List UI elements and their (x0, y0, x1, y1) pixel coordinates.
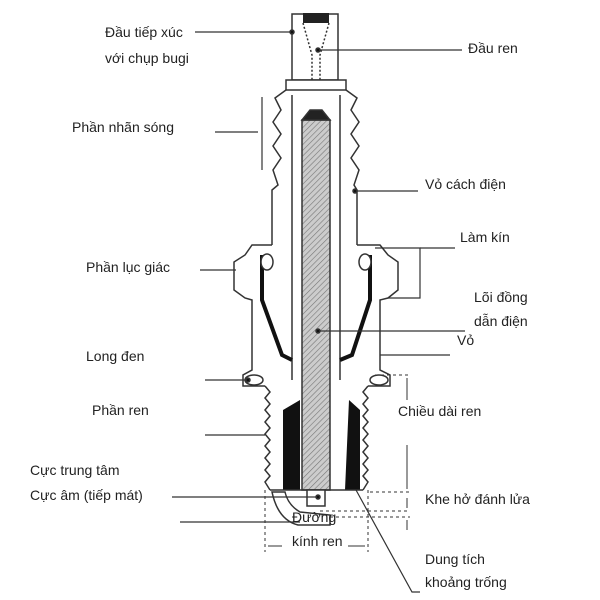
label-terminal-thread: Đầu ren (468, 40, 518, 56)
label-center-electrode: Cực trung tâm (30, 462, 120, 478)
label-ribs: Phần nhãn sóng (72, 119, 174, 135)
label-copper-core-2: dẫn điện (474, 313, 528, 329)
label-copper-core-1: Lõi đồng (474, 289, 528, 305)
label-thread-diameter-1: Đường (292, 509, 337, 525)
thread (264, 385, 369, 491)
label-gasket: Long đen (86, 348, 145, 364)
label-hex: Phần lục giác (86, 259, 171, 275)
label-spark-gap: Khe hở đánh lửa (425, 491, 530, 507)
label-gap-volume-1: Dung tích (425, 551, 485, 567)
label-gap-volume-2: khoảng trống (425, 574, 507, 590)
label-insulator: Vỏ cách điện (425, 176, 506, 192)
label-thread-length: Chiều dài ren (398, 403, 482, 419)
label-seal: Làm kín (460, 229, 510, 245)
insulator (271, 89, 360, 245)
terminal (291, 13, 339, 81)
label-terminal-contact-1: Đầu tiếp xúc (105, 24, 183, 40)
copper-core (301, 119, 331, 491)
label-thread-diameter-2: kính ren (292, 533, 343, 549)
label-shell: Vỏ (457, 332, 475, 348)
label-thread: Phần ren (92, 402, 149, 418)
label-ground-electrode: Cực âm (tiếp mát) (30, 487, 143, 503)
terminal-flange (285, 79, 347, 91)
ground-electrode (271, 491, 331, 526)
label-terminal-contact-2: với chụp bugi (105, 50, 189, 66)
